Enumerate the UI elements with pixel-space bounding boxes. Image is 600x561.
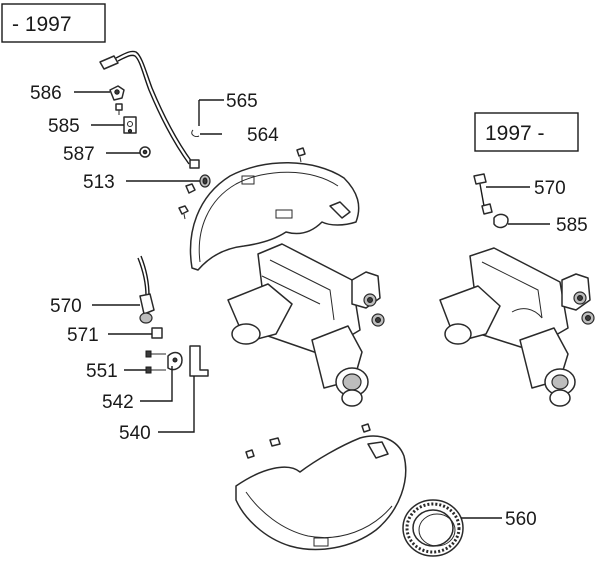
callout-labels: 586 585 587 513 565 564 570 571 551 542 …	[30, 83, 588, 530]
callout-540: 540	[119, 423, 151, 444]
sensor-tip-571	[151, 327, 163, 339]
callout-570-right: 570	[534, 178, 566, 199]
bracket-540	[189, 345, 209, 377]
year-box-from-1997-label: 1997 -	[485, 122, 545, 145]
backing-plate-lower	[235, 423, 407, 551]
bracket-585	[123, 116, 137, 134]
bracket-585-right	[493, 213, 509, 229]
sensor-cable-lower	[137, 255, 155, 324]
callout-570-left: 570	[50, 296, 82, 317]
hub-assembly-left	[227, 243, 385, 407]
hardware-cluster-left	[178, 147, 306, 220]
clip-586	[109, 85, 125, 101]
tone-ring-560	[402, 499, 464, 557]
sensor-cable-upper	[99, 50, 200, 169]
callout-585-left: 585	[48, 116, 80, 137]
year-box-before-1997: - 1997	[1, 3, 106, 43]
callout-560: 560	[505, 509, 537, 530]
callout-571: 571	[67, 325, 99, 346]
callout-542: 542	[102, 392, 134, 413]
clamp-542	[167, 351, 183, 371]
callout-551: 551	[86, 361, 118, 382]
callout-565: 565	[226, 91, 258, 112]
pin-565	[191, 99, 207, 137]
washer-587	[139, 146, 151, 158]
year-box-from-1997: 1997 -	[474, 112, 579, 152]
bolt-551	[145, 350, 166, 374]
grommet-513	[199, 174, 211, 188]
callout-513: 513	[83, 172, 115, 193]
sensor-570-right	[473, 173, 493, 215]
callout-587: 587	[63, 144, 95, 165]
callout-585-right: 585	[556, 215, 588, 236]
callout-564: 564	[247, 125, 279, 146]
backing-plate-upper	[189, 162, 360, 271]
hub-assembly-right	[439, 247, 595, 407]
screw-small-a	[115, 103, 123, 115]
year-box-before-1997-label: - 1997	[12, 13, 72, 36]
leader-lines	[74, 91, 550, 519]
callout-586: 586	[30, 83, 62, 104]
